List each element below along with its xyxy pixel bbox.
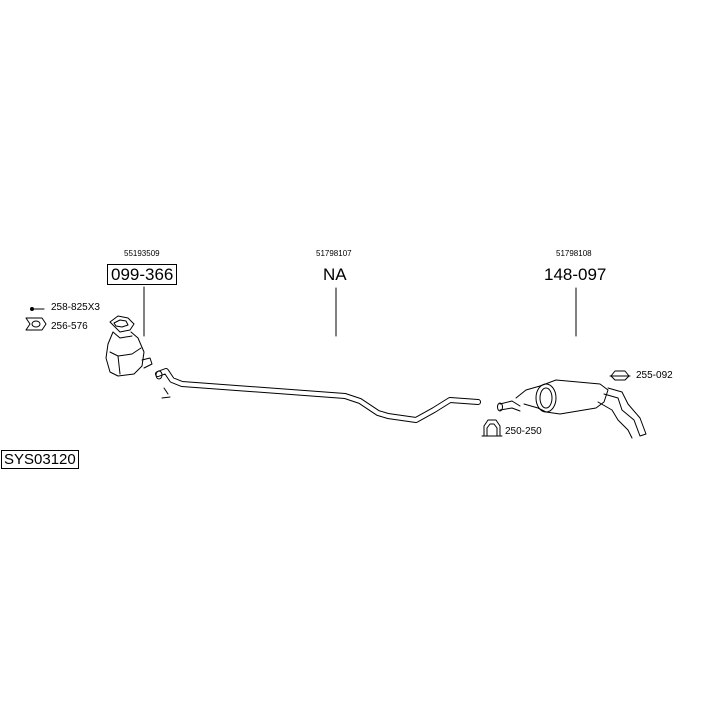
clamp-icon — [481, 419, 503, 437]
oem-number-2: 51798107 — [316, 249, 352, 258]
bolt-icon — [30, 307, 45, 311]
rear-silencer-drawing — [497, 379, 647, 439]
accessory-label-258-825x3: 258-825X3 — [51, 302, 100, 313]
catalytic-converter-drawing — [105, 315, 153, 377]
system-code-label: SYS03120 — [1, 450, 79, 469]
front-pipe-drawing — [155, 368, 481, 423]
oem-number-3: 51798108 — [556, 249, 592, 258]
accessory-label-255-092: 255-092 — [636, 370, 673, 381]
accessory-label-250-250: 250-250 — [505, 426, 542, 437]
part-number-148-097: 148-097 — [544, 265, 607, 284]
accessory-label-256-576: 256-576 — [51, 321, 88, 332]
gasket-icon — [25, 317, 47, 331]
oem-number-1: 55193509 — [124, 249, 160, 258]
rubber-mount-icon — [609, 370, 631, 381]
part-number-099-366: 099-366 — [107, 264, 178, 285]
part-number-na: NA — [323, 265, 347, 284]
